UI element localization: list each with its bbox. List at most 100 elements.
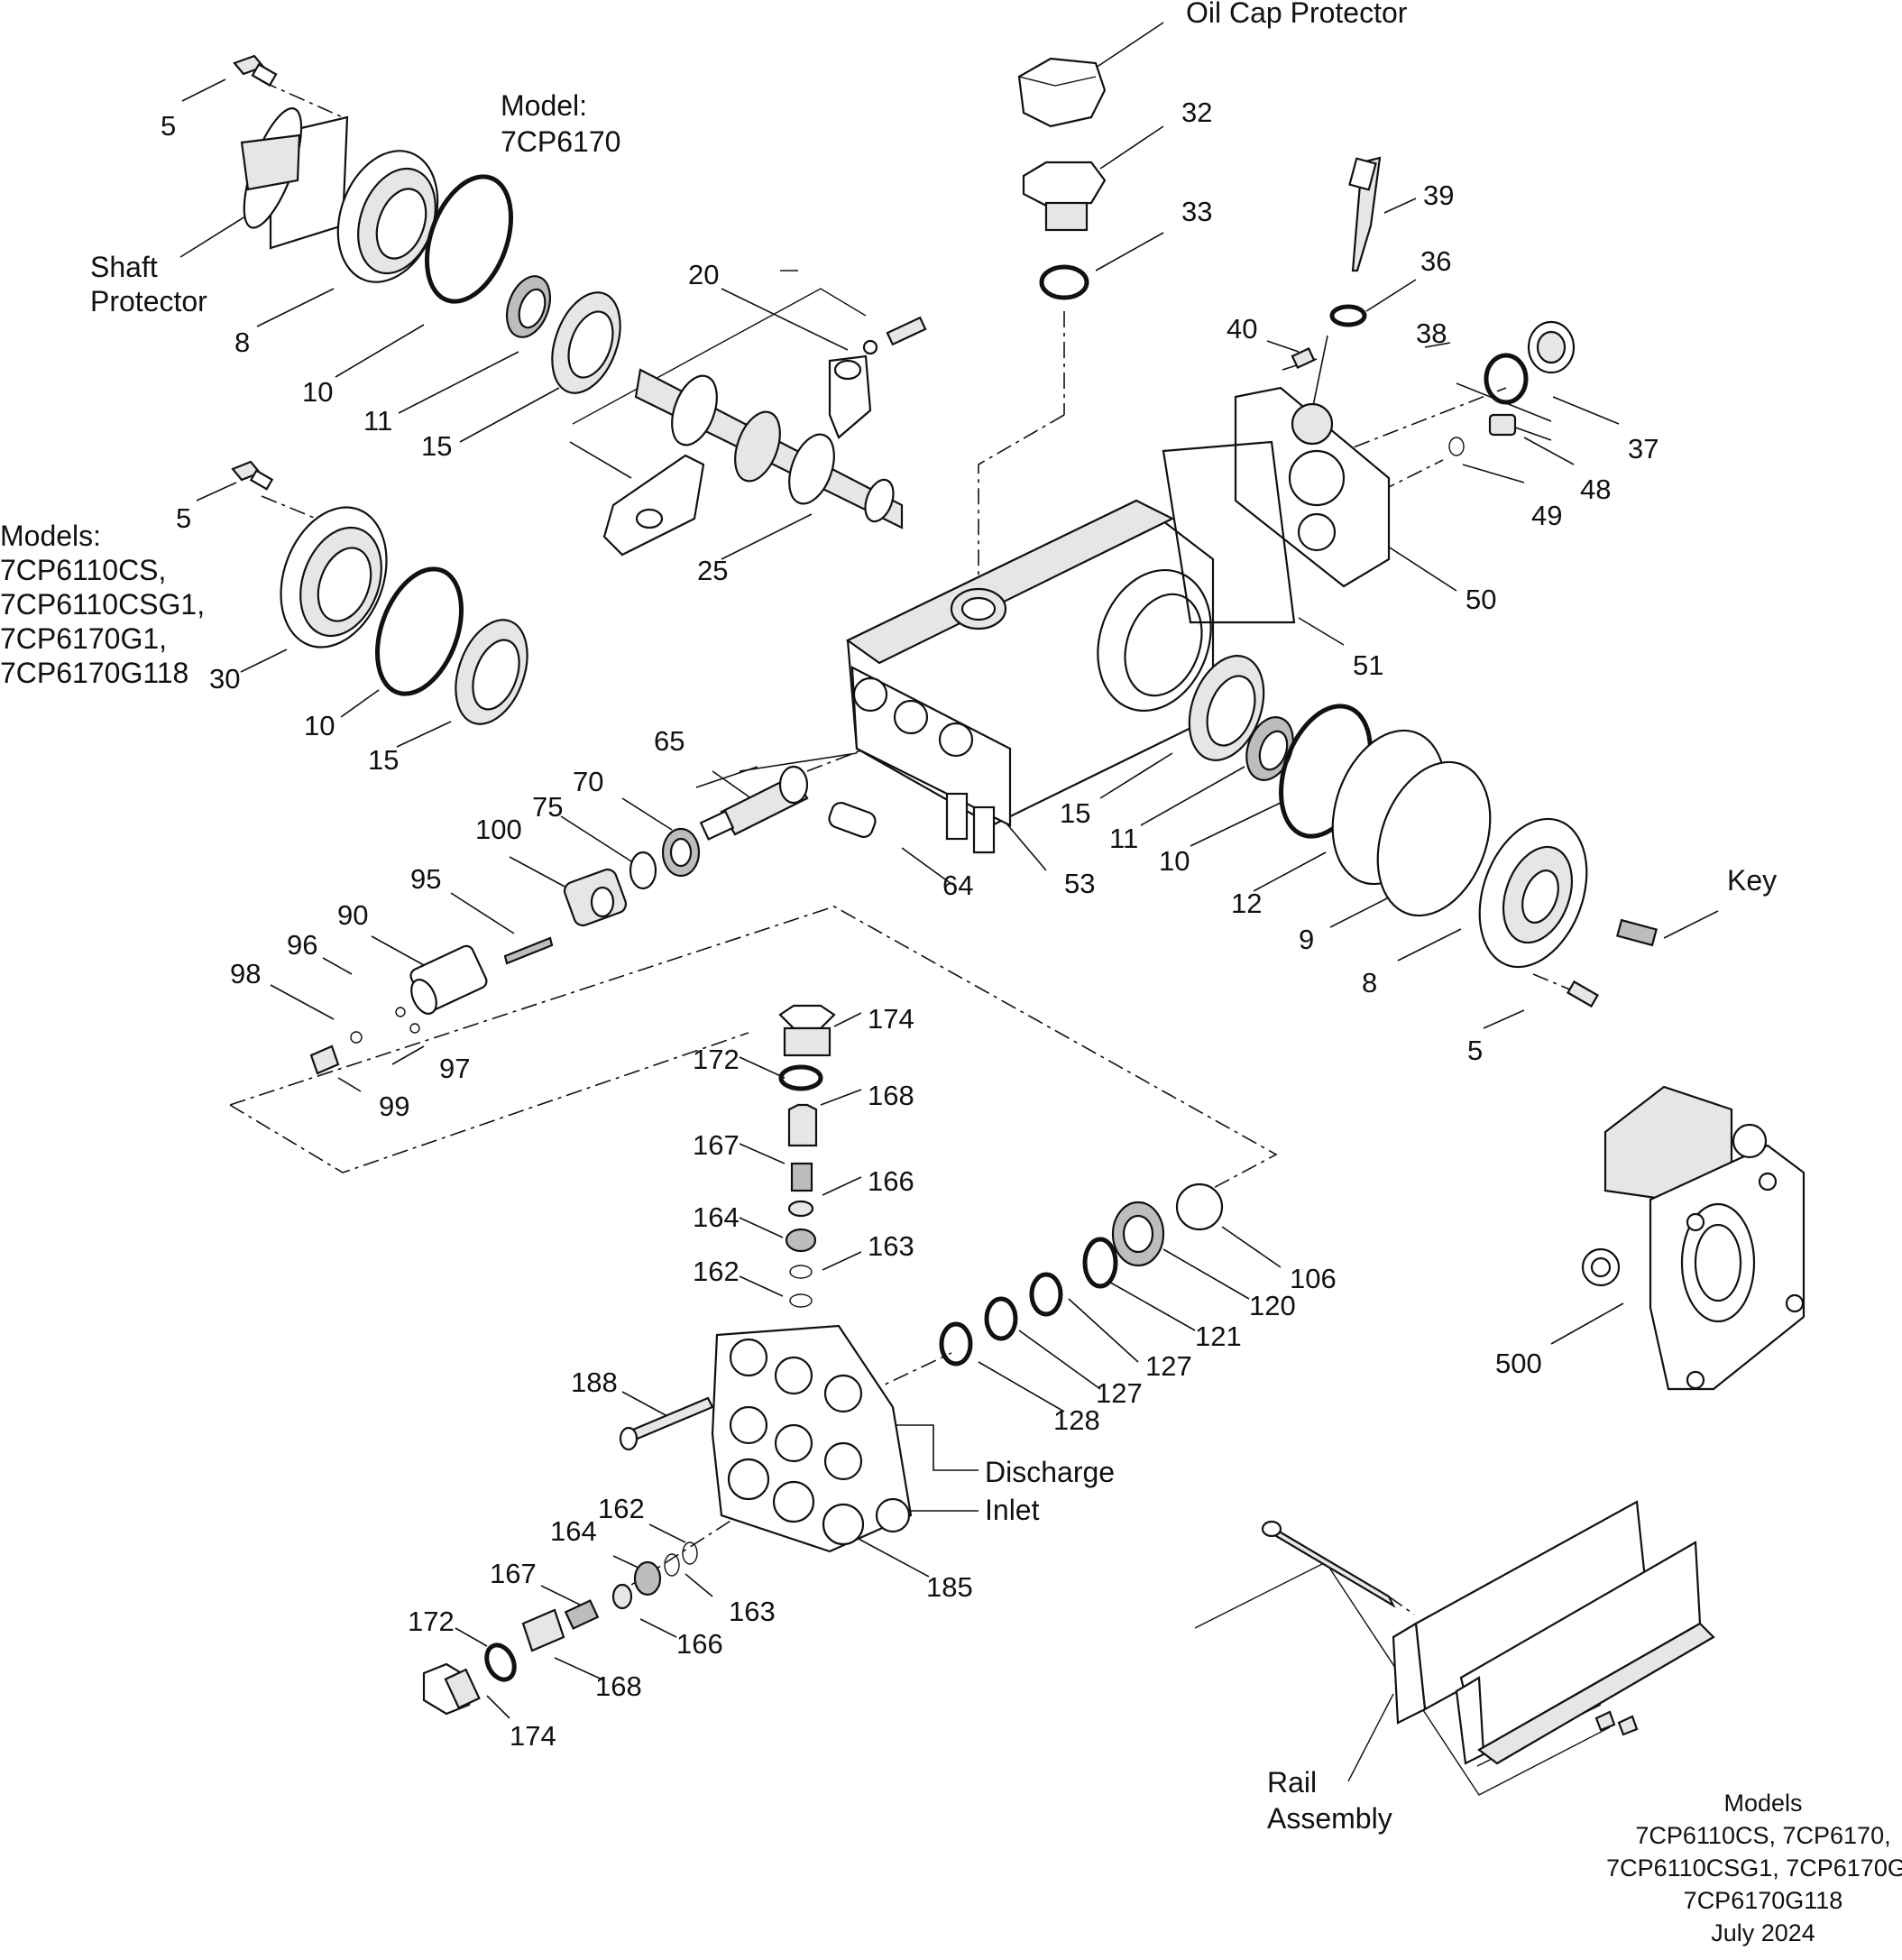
key-part	[1616, 918, 1658, 947]
o-ring-172-lower	[484, 1643, 517, 1682]
o-ring-49	[1448, 437, 1465, 456]
callout-38: 38	[1416, 317, 1447, 349]
callout-100: 100	[475, 814, 522, 845]
callout-166-a: 166	[868, 1165, 914, 1197]
inlet-label: Inlet	[985, 1494, 1040, 1526]
callout-33: 33	[1181, 196, 1212, 227]
valve-group-upper	[778, 1004, 836, 1308]
ring-127-b	[984, 1296, 1018, 1341]
rear-cover-50	[1234, 386, 1391, 588]
o-ring-163-lower	[664, 1553, 680, 1577]
callout-174-b: 174	[510, 1720, 556, 1752]
bearing-15	[551, 291, 621, 394]
model-label-left-line-5: 7CP6170G118	[0, 657, 188, 689]
callout-9: 9	[1299, 924, 1314, 955]
callout-172-b: 172	[408, 1606, 455, 1637]
o-ring-36	[1329, 304, 1367, 327]
callout-37: 37	[1628, 433, 1659, 465]
callout-96: 96	[287, 929, 317, 961]
callout-167-a: 167	[693, 1129, 740, 1161]
callout-188: 188	[571, 1366, 618, 1398]
footer-line-2: 7CP6110CS, 7CP6170,	[1635, 1822, 1890, 1849]
bolt-40	[1291, 346, 1316, 370]
bearing-cover-models-group	[231, 460, 528, 725]
model-label-left-line-2: 7CP6110CS,	[0, 554, 166, 586]
callout-49: 49	[1531, 500, 1562, 531]
callout-166-b: 166	[676, 1628, 723, 1660]
o-ring-163-upper	[789, 1265, 813, 1279]
gasket-51	[1162, 440, 1296, 624]
washer-98	[350, 1031, 363, 1044]
seat-164-upper	[785, 1228, 817, 1253]
footer-line-3: 7CP6110CSG1, 7CP6170G1	[1606, 1854, 1902, 1882]
callout-36: 36	[1420, 245, 1451, 277]
footer-line-1: Models	[1723, 1790, 1802, 1817]
o-ring-10-mid	[374, 566, 464, 696]
callout-99: 99	[379, 1090, 409, 1122]
nut-99	[309, 1044, 340, 1075]
crankcase-53	[845, 499, 1215, 854]
callout-5-b: 5	[176, 502, 191, 534]
spring-167-upper	[790, 1162, 813, 1192]
discharge-label: Discharge	[985, 1456, 1115, 1488]
plug-48	[1488, 413, 1517, 437]
ring-128	[939, 1321, 973, 1366]
o-ring-38	[1484, 353, 1529, 405]
washer-75	[629, 851, 657, 890]
valve-166-upper	[787, 1200, 814, 1218]
shim-9	[1376, 760, 1492, 917]
callout-15-c: 15	[1060, 797, 1090, 829]
callout-64: 64	[942, 870, 973, 901]
callout-8-c: 8	[1362, 967, 1377, 998]
bolt-5-top	[233, 54, 278, 87]
bearing-15-mid	[455, 619, 528, 725]
model-label-left-line-3: 7CP6110CSG1,	[0, 588, 205, 621]
callout-25: 25	[697, 555, 728, 586]
key-label: Key	[1727, 864, 1777, 897]
callout-500: 500	[1495, 1348, 1542, 1379]
shaft-protector-label-line-2: Protector	[90, 285, 207, 317]
valve-group-lower	[422, 1541, 698, 1716]
valve-plug-174-upper	[778, 1004, 836, 1057]
o-ring-97	[409, 1023, 420, 1034]
packing-stack	[939, 1182, 1224, 1366]
shaft-protector-label-line-1: Shaft	[90, 251, 158, 283]
model-label-left: Models: 7CP6110CS, 7CP6110CSG1, 7CP6170G…	[0, 520, 205, 689]
callout-40: 40	[1227, 313, 1257, 345]
callout-163-a: 163	[868, 1230, 914, 1262]
model-label-top-line-1: Model:	[501, 89, 587, 122]
callout-163-b: 163	[729, 1596, 776, 1627]
callout-164-a: 164	[693, 1201, 740, 1233]
bearing-cover-30	[280, 506, 388, 649]
callout-15-b: 15	[368, 744, 399, 776]
o-ring-172-upper	[778, 1064, 823, 1091]
plunger-rod-65	[699, 765, 809, 841]
manifold-185	[711, 1324, 913, 1553]
model-label-top: Model: 7CP6170	[501, 89, 620, 158]
callout-127-b: 127	[1096, 1377, 1143, 1409]
o-ring-10	[424, 174, 514, 304]
rear-cover-group	[1162, 156, 1576, 624]
retainer-168-upper	[787, 1103, 818, 1147]
callout-120: 120	[1249, 1290, 1296, 1321]
callout-11-a: 11	[363, 405, 392, 437]
callout-70: 70	[573, 766, 603, 797]
bolt-5-mid	[231, 460, 274, 491]
sleeve-100	[563, 868, 628, 927]
callout-98: 98	[230, 958, 261, 989]
callout-162-a: 162	[693, 1256, 740, 1287]
callout-8-a: 8	[234, 327, 250, 358]
callout-185: 185	[926, 1571, 973, 1603]
callout-15-a: 15	[421, 430, 452, 462]
bearing-cover-8-right	[1478, 817, 1588, 969]
callout-32: 32	[1181, 97, 1212, 128]
callout-97: 97	[439, 1053, 470, 1084]
bolt-188	[619, 1396, 714, 1451]
o-ring-162-upper	[789, 1293, 813, 1308]
callout-106: 106	[1290, 1263, 1337, 1294]
seal-11	[506, 275, 551, 338]
footer-line-4: 7CP6170G118	[1684, 1887, 1843, 1914]
crankshaft-25	[634, 368, 904, 529]
shaft-protector-label: Shaft Protector	[90, 251, 207, 317]
crankshaft-group	[602, 316, 927, 557]
